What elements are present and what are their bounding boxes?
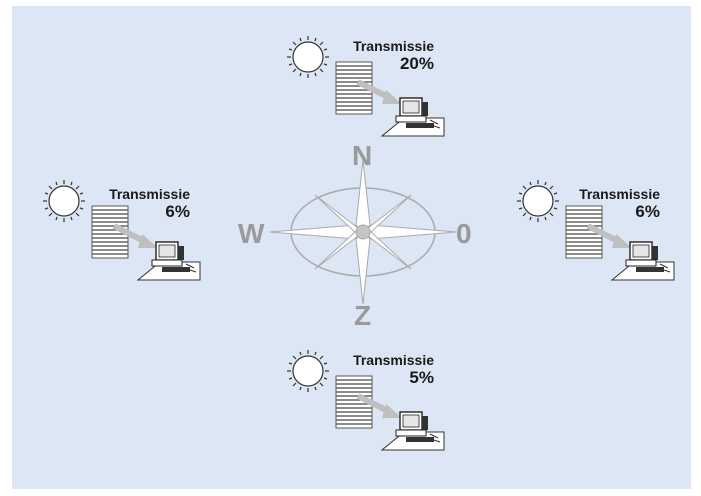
computer-icon — [380, 411, 445, 451]
arrow-icon — [356, 393, 402, 418]
sun-icon — [287, 350, 329, 392]
south-value: 5% — [409, 368, 434, 387]
sun-icon — [287, 36, 329, 78]
east-label: Transmissie 6% — [564, 186, 660, 222]
east-value: 6% — [635, 202, 660, 221]
computer-icon — [610, 241, 675, 281]
south-label: Transmissie 5% — [338, 352, 434, 388]
transmission-east: Transmissie 6% — [508, 176, 701, 326]
north-label: Transmissie 20% — [338, 38, 434, 74]
arrow-icon — [356, 79, 402, 104]
sun-icon — [43, 180, 85, 222]
south-title: Transmissie — [353, 352, 434, 368]
transmission-south: Transmissie 5% — [278, 346, 478, 496]
west-value: 6% — [165, 202, 190, 221]
north-title: Transmissie — [353, 38, 434, 54]
computer-icon — [136, 241, 201, 281]
west-title: Transmissie — [109, 186, 190, 202]
north-value: 20% — [399, 54, 434, 73]
compass-north-label: N — [352, 140, 373, 171]
transmission-west: Transmissie 6% — [34, 176, 234, 326]
compass-icon — [269, 159, 457, 305]
transmission-north: Transmissie 20% — [278, 32, 478, 182]
sun-icon — [517, 180, 559, 222]
compass-rose: N Z W 0 — [230, 140, 480, 330]
compass-west-label: W — [238, 218, 265, 249]
compass-east-label: 0 — [456, 218, 472, 249]
west-label: Transmissie 6% — [94, 186, 190, 222]
east-title: Transmissie — [579, 186, 660, 202]
arrow-icon — [112, 223, 158, 248]
computer-icon — [380, 97, 445, 137]
compass-south-label: Z — [354, 300, 372, 331]
arrow-icon — [586, 223, 632, 248]
